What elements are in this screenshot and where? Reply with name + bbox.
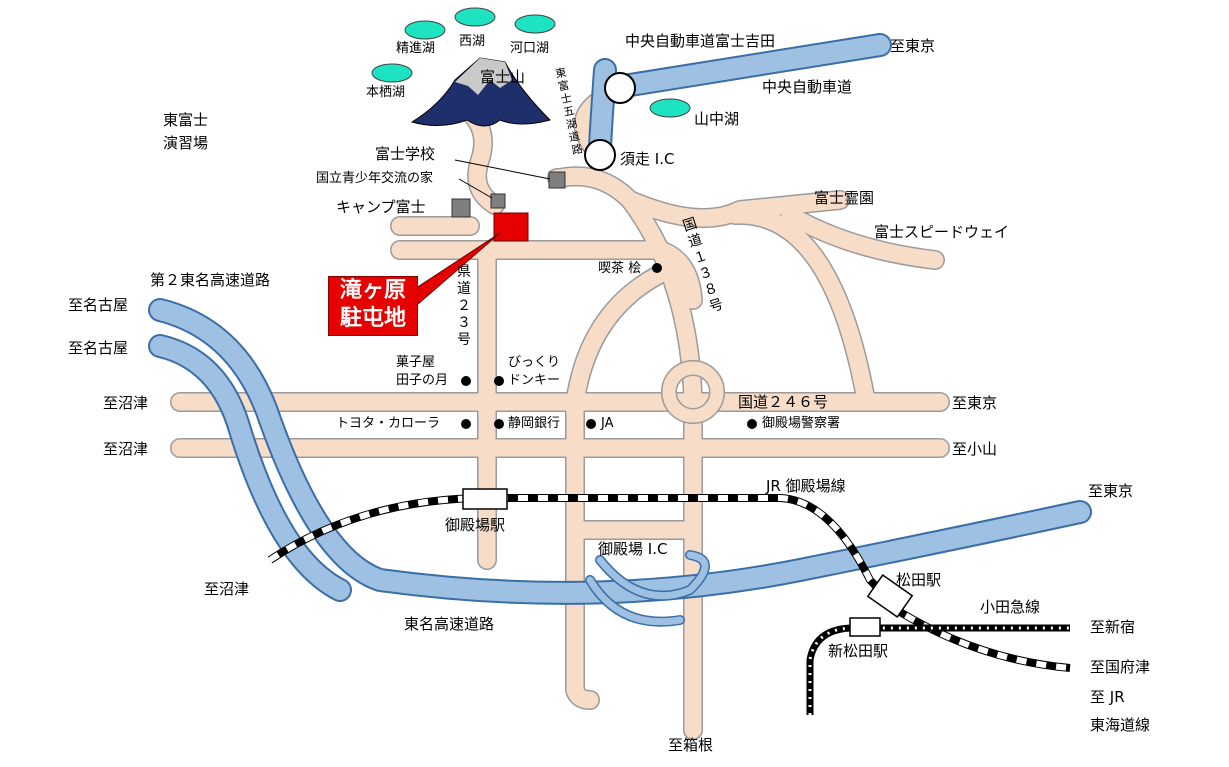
label-matsuda-station: 松田駅 (896, 571, 942, 589)
label-youth-house: 国立青少年交流の家 (316, 171, 434, 186)
motosuko-lake (371, 63, 413, 83)
label-to-numazu-2: 至沼津 (103, 440, 149, 458)
saiko-lake (454, 7, 496, 27)
label-bikkuri-1: びっくり (508, 355, 561, 370)
destination-marker (493, 212, 529, 242)
label-route246: 国道２４６号 (738, 393, 829, 411)
shin-matsuda-station-marker (849, 617, 881, 637)
label-bikkuri-2: ドンキー (508, 373, 561, 388)
label-fuji-school: 富士学校 (375, 145, 436, 163)
label-subashiri-ic: 須走 I.C (620, 150, 675, 168)
label-motosuko: 本栖湖 (366, 85, 406, 100)
label-mt-fuji: 富士山 (480, 68, 526, 86)
fuji-school-marker (548, 171, 566, 189)
label-to-jr-2: 東海道線 (1090, 716, 1151, 734)
label-toyota: トヨタ・カローラ (336, 416, 441, 431)
label-to-nagoya-2: 至名古屋 (68, 339, 129, 357)
destination-line1: 滝ヶ原 (339, 278, 406, 303)
label-to-tokyo-top: 至東京 (890, 37, 936, 55)
label-to-kozu: 至国府津 (1090, 658, 1151, 676)
label-to-numazu-1: 至沼津 (103, 394, 149, 412)
label-higashifuji-2: 演習場 (163, 134, 209, 152)
poi-dots (461, 263, 757, 429)
label-shin-matsuda-station: 新松田駅 (828, 642, 889, 660)
destination-line2: 駐屯地 (339, 306, 406, 331)
label-to-tokyo-right: 至東京 (1088, 482, 1134, 500)
matsuda-station-marker (866, 573, 914, 619)
label-kissa: 喫茶 桧 (598, 261, 642, 276)
label-yamanakako: 山中湖 (694, 110, 740, 128)
label-to-jr-1: 至 JR (1090, 688, 1125, 706)
label-jr-gotemba-line: JR 御殿場線 (766, 477, 846, 495)
label-kawaguchiko: 河口湖 (510, 41, 550, 56)
label-to-oyama: 至小山 (952, 440, 998, 458)
label-chuo-expressway: 中央自動車道 (762, 78, 853, 96)
label-fuji-reien: 富士霊園 (814, 189, 875, 207)
label-tomei2: 第２東名高速道路 (150, 271, 271, 289)
subashiri-ic-marker (584, 139, 616, 171)
label-to-shinjuku: 至新宿 (1090, 618, 1136, 636)
expressways (148, 33, 1092, 627)
label-tomei: 東名高速道路 (404, 615, 495, 633)
label-police: 御殿場警察署 (762, 416, 841, 431)
label-gotemba-station: 御殿場駅 (445, 516, 506, 534)
label-kashiya-1: 菓子屋 (396, 355, 436, 370)
label-fuji-speedway: 富士スピードウェイ (874, 223, 1010, 241)
label-ja: JA (601, 416, 614, 431)
shojiko-lake (404, 20, 446, 40)
destination-label: 滝ヶ原 駐屯地 (328, 276, 418, 336)
label-to-hakone: 至箱根 (668, 736, 714, 754)
label-higashifuji-1: 東富士 (163, 111, 209, 129)
label-camp-fuji: キャンプ富士 (336, 198, 426, 216)
yamanakako-lake (649, 98, 691, 118)
label-shizuoka-bank: 静岡銀行 (508, 416, 561, 431)
lakes (371, 7, 691, 118)
label-gotemba-ic: 御殿場 I.C (598, 540, 668, 558)
label-shojiko: 精進湖 (396, 41, 436, 56)
label-chuo-fujiyoshida: 中央自動車道富士吉田 (625, 32, 776, 50)
kawaguchiko-lake (514, 14, 556, 34)
label-pref23: 県道２３号 (457, 264, 471, 348)
gotemba-station-marker (462, 488, 508, 510)
label-saiko: 西湖 (459, 34, 486, 49)
camp-fuji-marker (451, 198, 471, 218)
youth-house-marker (490, 193, 506, 209)
label-to-tokyo-mid: 至東京 (952, 394, 998, 412)
label-odakyu-line: 小田急線 (980, 598, 1041, 616)
label-to-numazu-3: 至沼津 (204, 580, 250, 598)
fujiyoshida-interchange-marker (604, 72, 636, 104)
mt-fuji-illustration (410, 57, 551, 127)
label-kashiya-2: 田子の月 (396, 373, 449, 388)
label-to-nagoya-1: 至名古屋 (68, 296, 129, 314)
